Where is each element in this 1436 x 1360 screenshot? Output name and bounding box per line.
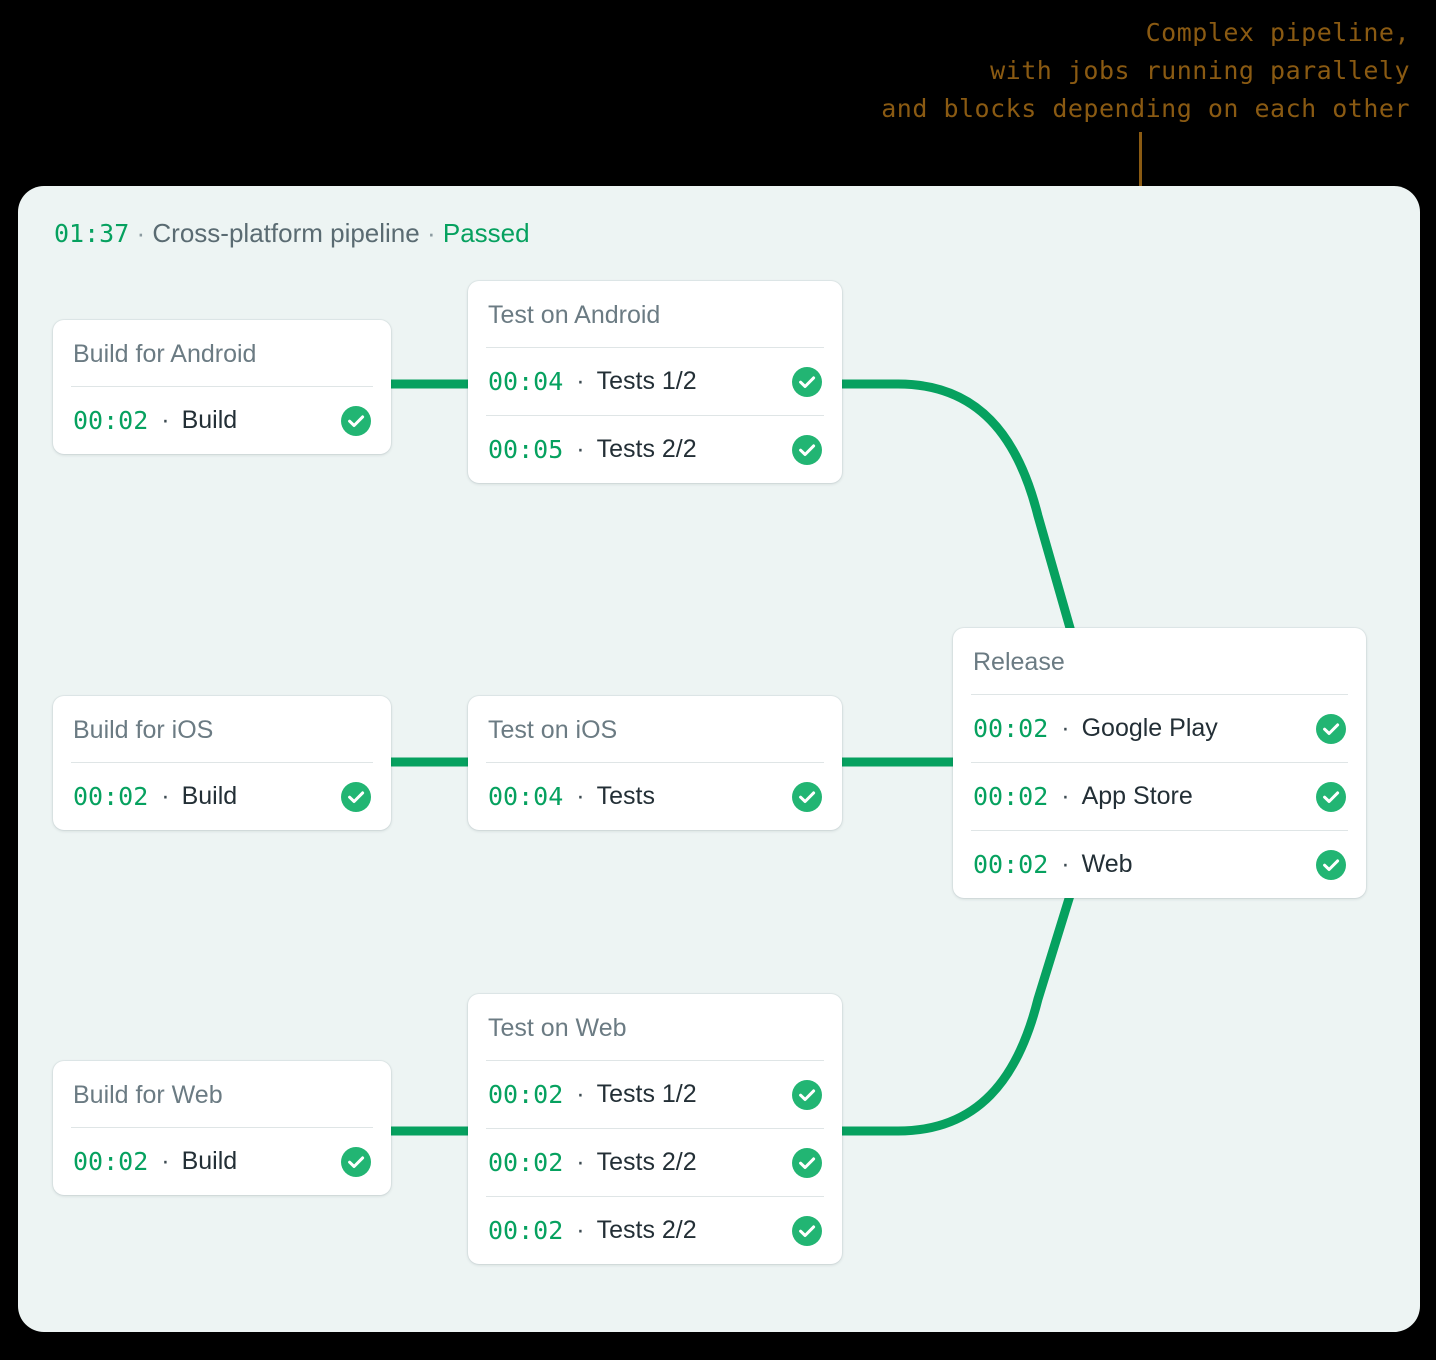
block-test-on-ios[interactable]: Test on iOS 00:04 · Tests — [468, 696, 842, 830]
job-row[interactable]: 00:05 · Tests 2/2 — [486, 415, 824, 483]
job-row[interactable]: 00:02 · Google Play — [971, 694, 1348, 762]
annotation-leader-line — [1139, 132, 1142, 228]
block-title: Test on Android — [488, 301, 661, 329]
job-name: Tests 1/2 — [596, 1080, 697, 1108]
header-separator-2: · — [426, 218, 436, 248]
block-test-on-android[interactable]: Test on Android 00:04 · Tests 1/2 00:05 … — [468, 281, 842, 483]
job-separator: · — [576, 1148, 585, 1176]
job-separator: · — [576, 367, 585, 395]
job-duration: 00:04 — [488, 367, 564, 396]
check-circle-icon — [1316, 781, 1346, 812]
block-build-for-ios[interactable]: Build for iOS 00:02 · Build — [53, 696, 391, 830]
job-duration: 00:02 — [973, 850, 1049, 879]
job-row[interactable]: 00:04 · Tests — [486, 762, 824, 830]
job-name: Build — [181, 1147, 238, 1175]
edge-test-android-to-release — [842, 379, 1083, 658]
pipeline-header: 01:37 · Cross-platform pipeline · Passed — [54, 218, 530, 249]
pipeline-panel: 01:37 · Cross-platform pipeline · Passed — [18, 186, 1420, 1332]
block-title: Build for Web — [73, 1081, 223, 1109]
job-name: Tests 2/2 — [596, 1148, 697, 1176]
block-title: Test on Web — [488, 1014, 627, 1042]
check-circle-icon — [341, 405, 371, 436]
job-row[interactable]: 00:02 · Tests 1/2 — [486, 1060, 824, 1128]
edge-test-web-to-release — [842, 874, 1081, 1136]
check-circle-icon — [792, 1215, 822, 1246]
block-build-for-android[interactable]: Build for Android 00:02 · Build — [53, 320, 391, 454]
job-duration: 00:02 — [973, 782, 1049, 811]
job-row[interactable]: 00:02 · Build — [71, 386, 373, 454]
job-separator: · — [1061, 782, 1070, 810]
block-title: Release — [973, 648, 1065, 676]
job-row[interactable]: 00:02 · Tests 2/2 — [486, 1128, 824, 1196]
job-separator: · — [576, 1216, 585, 1244]
pipeline-status-badge: Passed — [442, 218, 530, 248]
job-name: Web — [1081, 850, 1133, 878]
job-duration: 00:02 — [73, 406, 149, 435]
job-duration: 00:04 — [488, 782, 564, 811]
job-row[interactable]: 00:04 · Tests 1/2 — [486, 347, 824, 415]
job-duration: 00:02 — [488, 1216, 564, 1245]
block-title: Test on iOS — [488, 716, 618, 744]
check-circle-icon — [1316, 849, 1346, 880]
job-duration: 00:02 — [488, 1080, 564, 1109]
block-test-on-web[interactable]: Test on Web 00:02 · Tests 1/2 00:02 · Te… — [468, 994, 842, 1264]
block-build-for-web[interactable]: Build for Web 00:02 · Build — [53, 1061, 391, 1195]
job-duration: 00:02 — [488, 1148, 564, 1177]
check-circle-icon — [792, 434, 822, 465]
check-circle-icon — [341, 1146, 371, 1177]
job-name: Build — [181, 406, 238, 434]
job-name: Tests — [596, 782, 655, 810]
job-duration: 00:02 — [73, 1147, 149, 1176]
job-row[interactable]: 00:02 · Web — [971, 830, 1348, 898]
job-row[interactable]: 00:02 · Build — [71, 1127, 373, 1195]
job-separator: · — [161, 406, 170, 434]
header-separator-1: · — [136, 218, 146, 248]
check-circle-icon — [1316, 713, 1346, 744]
block-title: Build for iOS — [73, 716, 214, 744]
job-separator: · — [161, 782, 170, 810]
job-duration: 00:02 — [73, 782, 149, 811]
job-name: Tests 1/2 — [596, 367, 697, 395]
block-release[interactable]: Release 00:02 · Google Play 00:02 · App … — [953, 628, 1366, 898]
job-row[interactable]: 00:02 · Build — [71, 762, 373, 830]
job-name: Tests 2/2 — [596, 435, 697, 463]
job-name: App Store — [1081, 782, 1193, 810]
check-circle-icon — [792, 781, 822, 812]
job-separator: · — [576, 782, 585, 810]
check-circle-icon — [792, 1079, 822, 1110]
job-name: Google Play — [1081, 714, 1218, 742]
pipeline-duration: 01:37 — [54, 219, 130, 248]
job-row[interactable]: 00:02 · App Store — [971, 762, 1348, 830]
job-separator: · — [576, 1080, 585, 1108]
job-name: Build — [181, 782, 238, 810]
job-duration: 00:02 — [973, 714, 1049, 743]
job-duration: 00:05 — [488, 435, 564, 464]
job-separator: · — [1061, 850, 1070, 878]
block-title: Build for Android — [73, 340, 257, 368]
job-name: Tests 2/2 — [596, 1216, 697, 1244]
check-circle-icon — [792, 366, 822, 397]
job-separator: · — [1061, 714, 1070, 742]
job-separator: · — [576, 435, 585, 463]
job-separator: · — [161, 1147, 170, 1175]
annotation-note: Complex pipeline, with jobs running para… — [881, 18, 1410, 123]
check-circle-icon — [792, 1147, 822, 1178]
job-row[interactable]: 00:02 · Tests 2/2 — [486, 1196, 824, 1264]
check-circle-icon — [341, 781, 371, 812]
pipeline-name: Cross-platform pipeline — [152, 218, 420, 248]
